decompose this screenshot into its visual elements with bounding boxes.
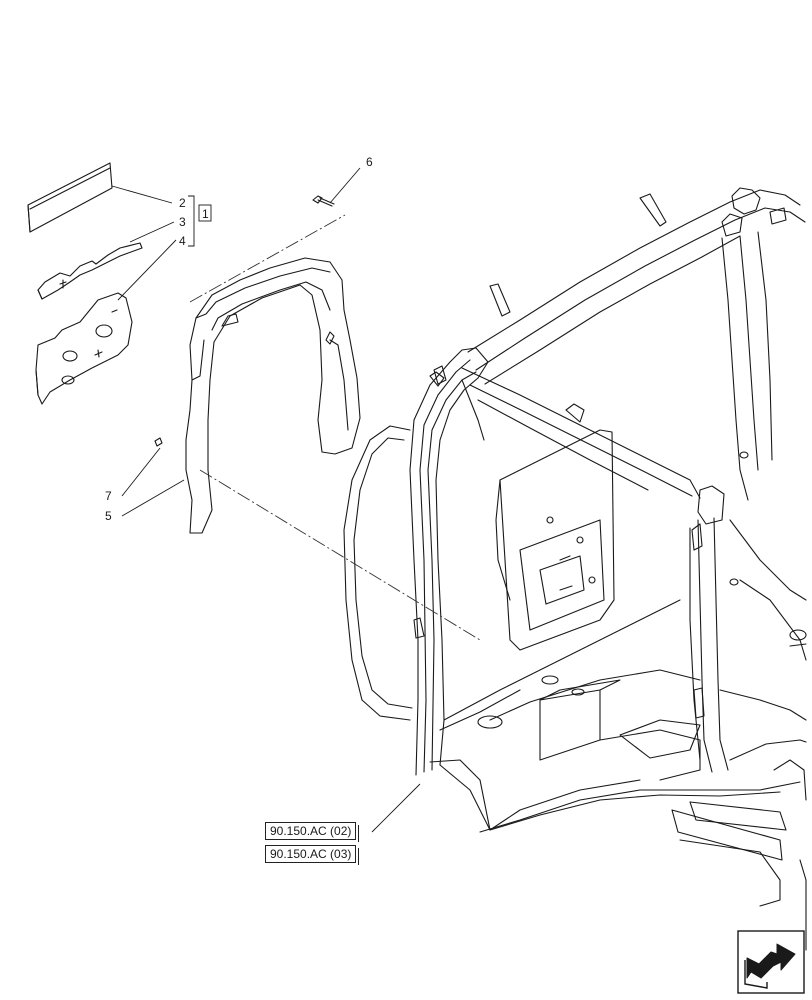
part-5-arch-trim [185, 257, 361, 534]
cab-roof-arch [433, 187, 806, 385]
cab-rear-pillar [689, 231, 773, 773]
leader-lines [111, 167, 421, 833]
callout-labels: 2 3 4 1 6 7 5 [105, 155, 373, 523]
assembly-center-lines [189, 214, 481, 641]
cab-front-pillar [409, 347, 489, 776]
next-page-arrow-icon[interactable] [737, 930, 805, 994]
part-7-clip [154, 437, 163, 447]
callout-7: 7 [105, 489, 112, 503]
cab-cross-beam [461, 367, 725, 525]
cab-rear-shell [343, 371, 485, 721]
reference-link-02[interactable]: 90.150.AC (02) [265, 822, 360, 842]
callout-5: 5 [105, 509, 112, 523]
callout-2: 2 [179, 196, 186, 210]
cab-control-panel [495, 429, 615, 651]
callout-1: 1 [202, 207, 209, 221]
part-4-insulation-panel [35, 292, 133, 405]
part-2-insulation-pad [27, 162, 113, 233]
part-3-insulation-strip [37, 242, 143, 300]
callout-6: 6 [366, 155, 373, 169]
callout-1-box [198, 204, 212, 222]
rear-fender [479, 759, 807, 951]
reference-link-03[interactable]: 90.150.AC (03) [265, 845, 360, 865]
cab-side-panel [719, 451, 807, 761]
part-6-pin [312, 195, 335, 207]
cab-floor [429, 599, 701, 831]
callout-4: 4 [179, 234, 186, 248]
callout-3: 3 [179, 215, 186, 229]
